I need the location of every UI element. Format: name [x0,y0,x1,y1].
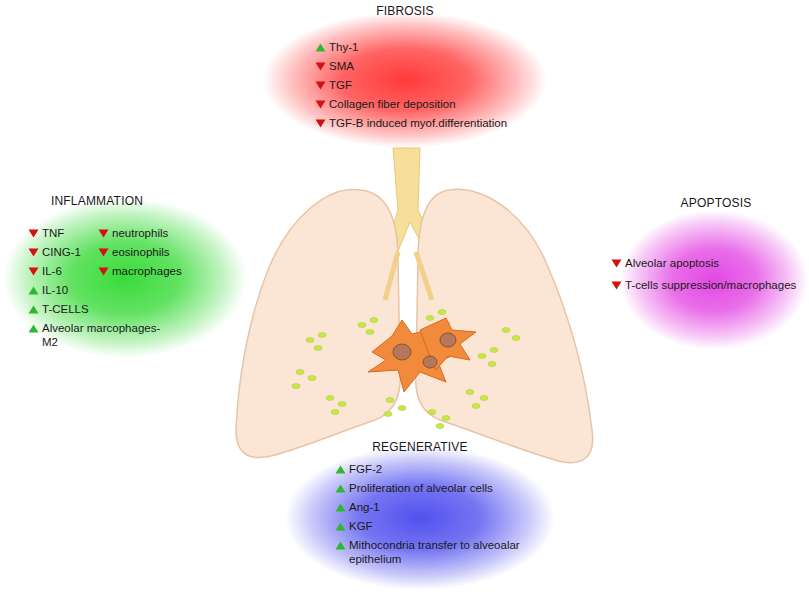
decrease-marker [28,229,39,238]
decrease-marker [98,248,109,257]
increase-marker [335,465,346,474]
effect-row: TGF [315,78,352,92]
increase-marker [335,484,346,493]
effect-text: Ang-1 [349,500,380,514]
effect-row: TGF-B induced myof.differentiation [315,116,507,130]
effect-row: Collagen fiber deposition [315,97,456,111]
decrease-marker [315,100,326,109]
effect-row: Thy-1 [315,40,358,54]
effect-text: eosinophils [112,245,170,259]
effect-text: TNF [42,226,64,240]
increase-marker [28,286,39,295]
decrease-marker [315,62,326,71]
effect-row: Alveolar apoptosis [611,256,805,270]
effect-text: macrophages [112,264,182,278]
effect-text: TGF-B induced myof.differentiation [329,116,507,130]
effect-row: neutrophils [98,226,168,240]
inflammation-region: INFLAMMATION TNF CING-1IL-6IL-10T-CELLS Alv… [0,190,252,365]
effect-text: CING-1 [42,245,81,259]
glow-blob [604,192,809,352]
effect-text: Mithocondria transfer to alveoalar epith… [349,538,529,566]
fibrosis-region: FIBROSIS Thy-1SMA TGF Collagen fiber deposi… [255,0,555,152]
increase-marker [335,503,346,512]
effect-text: Alveolar apoptosis [625,256,805,270]
region-heading: APOPTOSIS [681,196,752,210]
effect-row: TNF [28,226,64,240]
region-heading: INFLAMMATION [51,194,143,208]
effect-text: T-cells suppression/macrophages [625,278,805,292]
effect-text: T-CELLS [42,302,89,316]
decrease-marker [315,81,326,90]
effect-row: SMA [315,59,354,73]
effect-text: SMA [329,59,354,73]
effect-text: FGF-2 [349,462,382,476]
effect-text: IL-6 [42,264,62,278]
effect-row: FGF-2 [335,462,382,476]
effect-text: Collagen fiber deposition [329,97,456,111]
glow-blob [0,190,252,365]
effect-text: Alveolar marcophages- M2 [42,321,162,349]
effect-row: macrophages [98,264,182,278]
effect-row: Mithocondria transfer to alveoalar epith… [335,538,529,566]
decrease-marker [611,281,622,290]
decrease-marker [611,259,622,268]
effect-row: T-CELLS [28,302,89,316]
effect-row: eosinophils [98,245,170,259]
effect-row: Proliferation of alveolar cells [335,481,493,495]
effect-text: KGF [349,519,373,533]
increase-marker [335,541,346,550]
effect-text: IL-10 [42,283,68,297]
decrease-marker [315,119,326,128]
glow-blob [280,436,560,594]
effect-text: Proliferation of alveolar cells [349,481,493,495]
decrease-marker [28,267,39,276]
effect-row: KGF [335,519,373,533]
effect-text: Thy-1 [329,40,358,54]
decrease-marker [28,248,39,257]
glow-blob [255,0,555,152]
effect-row: Ang-1 [335,500,380,514]
decrease-marker [98,229,109,238]
increase-marker [315,43,326,52]
increase-marker [335,522,346,531]
region-heading: REGENERATIVE [372,440,468,454]
effect-row: IL-10 [28,283,68,297]
effect-row: CING-1 [28,245,81,259]
decrease-marker [98,267,109,276]
effect-row: T-cells suppression/macrophages [611,278,805,292]
increase-marker [28,305,39,314]
effect-row: Alveolar marcophages- M2 [28,321,162,349]
effect-row: IL-6 [28,264,62,278]
effect-text: neutrophils [112,226,168,240]
apoptosis-region: APOPTOSIS Alveolar apoptosisT-cells suppr… [604,192,809,352]
increase-marker [28,324,39,333]
effect-text: TGF [329,78,352,92]
region-heading: FIBROSIS [376,4,434,18]
regenerative-region: REGENERATIVE FGF-2Proliferation of alveol… [280,436,560,594]
